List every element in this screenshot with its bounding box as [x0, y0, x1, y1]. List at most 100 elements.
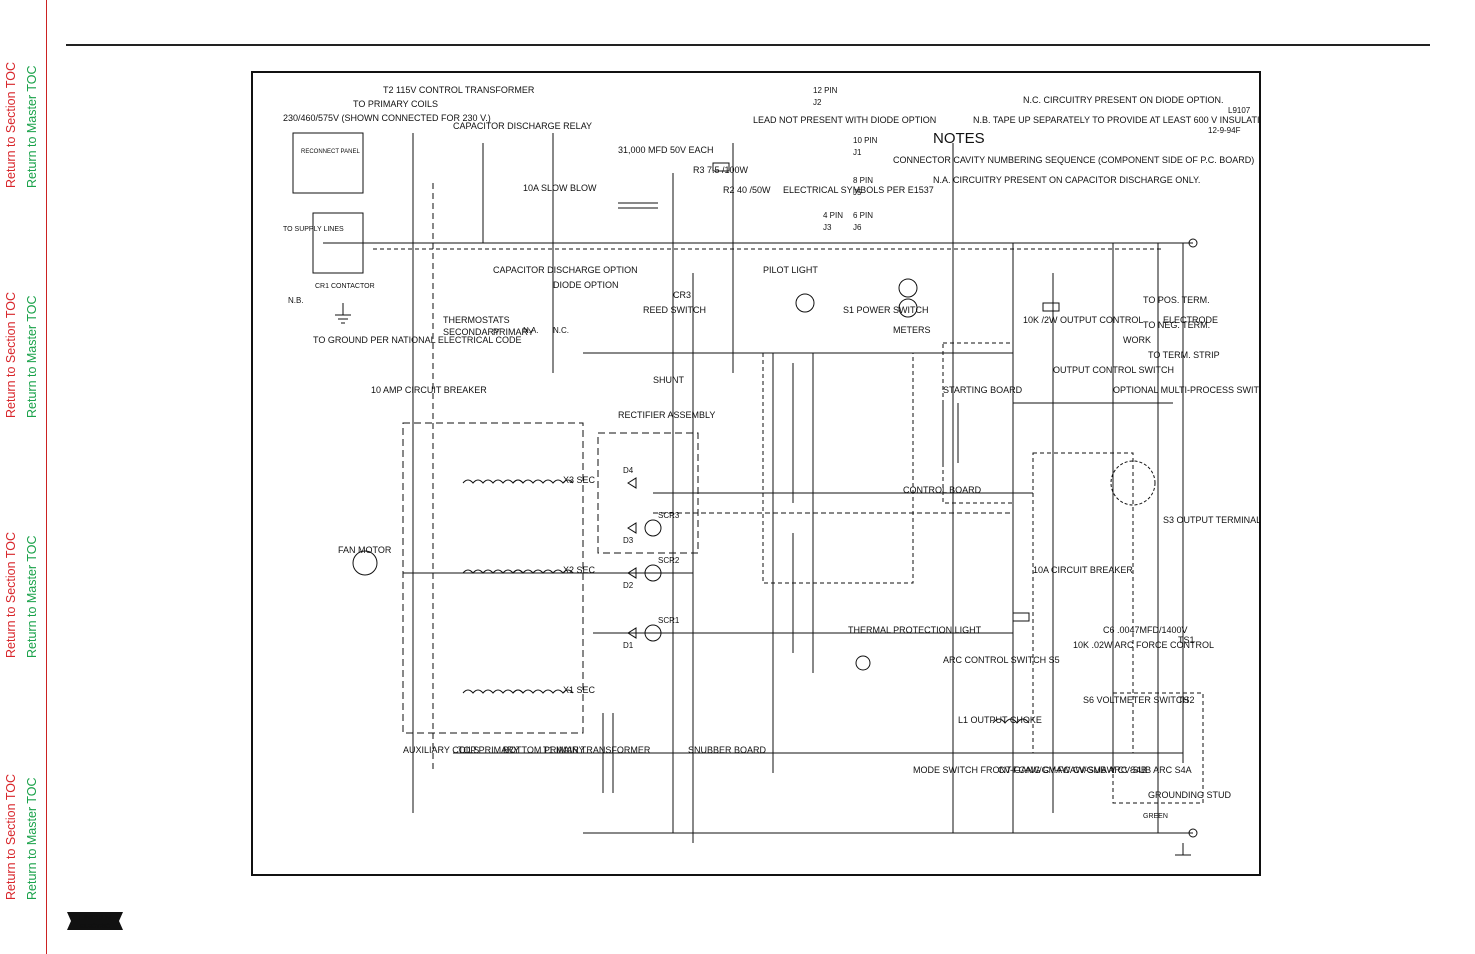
- return-master-toc-link[interactable]: Return to Master TOC: [25, 777, 39, 901]
- lincoln-electric-logo: LINCOLN ELECTRIC: [65, 910, 125, 932]
- output-choke-label: L1 OUTPUT CHOKE: [958, 715, 1042, 725]
- note-nb: N.B. TAPE UP SEPARATELY TO PROVIDE AT LE…: [973, 115, 1259, 125]
- aux-coils-label: AUXILIARY COILS: [403, 745, 479, 755]
- to-supply-label: TO SUPPLY LINES: [283, 226, 344, 233]
- toc-sidebar: Return to Section TOC Return to Master T…: [0, 0, 47, 954]
- top-primary-label: TOP PRIMARY: [458, 745, 520, 755]
- connector-j3-label: J3: [823, 223, 832, 232]
- connector-j6-label: J6: [853, 223, 862, 232]
- na-marker: N.A.: [523, 326, 539, 335]
- output-control-switch-label: OUTPUT CONTROL SWITCH: [1053, 365, 1174, 375]
- connector-10pin-label: 10 PIN: [853, 136, 878, 145]
- t1-main-transformer-label: T1 MAIN TRANSFORMER: [543, 745, 651, 755]
- notes-heading: NOTES: [933, 130, 985, 147]
- c6-label: C6 .0047MFD/1400V: [1103, 625, 1188, 635]
- symbols-note: ELECTRICAL SYMBOLS PER E1537: [783, 185, 934, 195]
- meters-label: METERS: [893, 325, 931, 335]
- shunt-label: SHUNT: [653, 375, 685, 385]
- grounding-stud-label: GROUNDING STUD: [1148, 790, 1232, 800]
- return-master-toc-link[interactable]: Return to Master TOC: [25, 295, 39, 419]
- note-na: N.A. CIRCUITRY PRESENT ON CAPACITOR DISC…: [933, 175, 1200, 185]
- return-master-toc-link[interactable]: Return to Master TOC: [25, 65, 39, 189]
- d4-label: D4: [623, 466, 634, 475]
- wiring-diagram-svg: 230/460/575V (SHOWN CONNECTED FOR 230 V.…: [283, 85, 1305, 856]
- supply-label: 230/460/575V (SHOWN CONNECTED FOR 230 V.…: [283, 113, 491, 123]
- circuit-breaker-10a-label: 10A CIRCUIT BREAKER: [1033, 565, 1133, 575]
- arc-force-control-label: 10K .02W ARC FORCE CONTROL: [1073, 640, 1214, 650]
- control-board-label: CONTROL BOARD: [903, 485, 982, 495]
- power-switch-label: S1 POWER SWITCH: [843, 305, 929, 315]
- toc-divider: [0, 242, 46, 243]
- toc-divider: [0, 718, 46, 719]
- connector-j1-label: J1: [853, 148, 862, 157]
- primary-label: PRIMARY: [493, 327, 534, 337]
- x3-sec-label: X3 SEC: [563, 475, 596, 485]
- to-pos-term-label: TO POS. TERM.: [1143, 295, 1210, 305]
- cap-discharge-option-label: CAPACITOR DISCHARGE OPTION: [493, 265, 638, 275]
- cr3-label: CR3: [673, 290, 691, 300]
- scr3-label: SCR3: [658, 511, 680, 520]
- lincoln-logo-icon: LINCOLN ELECTRIC: [67, 912, 123, 930]
- slow-blow-label: 10A SLOW BLOW: [523, 183, 597, 193]
- r2-label: R2 40 /50W: [723, 185, 771, 195]
- connector-4pin-label: 4 PIN: [823, 211, 843, 220]
- d1-label: D1: [623, 641, 634, 650]
- connector-j2-label: J2: [813, 98, 822, 107]
- x1-sec-label: X1 SEC: [563, 685, 596, 695]
- arc-control-switch-label: ARC CONTROL SWITCH S5: [943, 655, 1060, 665]
- to-primary-coils-label: TO PRIMARY COILS: [353, 99, 438, 109]
- connector-j5-label: J5: [853, 188, 862, 197]
- multi-process-switch-label: OPTIONAL MULTI-PROCESS SWITCH: [1113, 385, 1259, 395]
- thermal-light-label: THERMAL PROTECTION LIGHT: [848, 625, 982, 635]
- snubber-board-label: SNUBBER BOARD: [688, 745, 767, 755]
- toc-divider: [0, 478, 46, 479]
- scr1-label: SCR1: [658, 616, 680, 625]
- wiring-diagram: 230/460/575V (SHOWN CONNECTED FOR 230 V.…: [251, 71, 1305, 876]
- ts1-label: TS1: [1178, 635, 1195, 645]
- return-section-toc-link[interactable]: Return to Section TOC: [4, 292, 18, 418]
- t2-label: T2 115V CONTROL TRANSFORMER: [383, 85, 535, 95]
- capacitor-relay-label: CAPACITOR DISCHARGE RELAY: [453, 121, 592, 131]
- connector-12pin-label: 12 PIN: [813, 86, 838, 95]
- date-code: 12-9-94F: [1208, 126, 1241, 135]
- electrode-label: ELECTRODE: [1163, 315, 1218, 325]
- scr2-label: SCR2: [658, 556, 680, 565]
- header-rule: [66, 44, 1430, 46]
- breaker-10a-label: 10 AMP CIRCUIT BREAKER: [371, 385, 487, 395]
- ts2-label: TS2: [1178, 695, 1195, 705]
- r3-label: R3 7.5 /100W: [693, 165, 749, 175]
- nb-marker: N.B.: [288, 296, 304, 305]
- voltmeter-switch-label: S6 VOLTMETER SWITCH: [1083, 695, 1189, 705]
- contactor-label: CR1 CONTACTOR: [315, 283, 375, 290]
- secondary-label: SECONDARY: [443, 327, 500, 337]
- connector-8pin-label: 8 PIN: [853, 176, 873, 185]
- logo-line1: LINCOLN: [79, 915, 110, 922]
- diode-option-label: DIODE OPTION: [553, 280, 619, 290]
- fan-motor-label: FAN MOTOR: [338, 545, 392, 555]
- to-term-strip-label: TO TERM. STRIP: [1148, 350, 1220, 360]
- logo-line2: ELECTRIC: [80, 924, 111, 930]
- bottom-primary-label: BOTTOM PRIMARY: [503, 745, 585, 755]
- drawing-number: L9107: [1228, 106, 1251, 115]
- green-wire-label: GREEN: [1143, 813, 1168, 820]
- d2-label: D2: [623, 581, 634, 590]
- work-label: WORK: [1123, 335, 1151, 345]
- note-nc: N.C. CIRCUITRY PRESENT ON DIODE OPTION.: [1023, 95, 1224, 105]
- return-section-toc-link[interactable]: Return to Section TOC: [4, 532, 18, 658]
- return-master-toc-link[interactable]: Return to Master TOC: [25, 535, 39, 659]
- return-section-toc-link[interactable]: Return to Section TOC: [4, 774, 18, 900]
- mode-switch-label: MODE SWITCH FRONT GANG CV-FCAW/GMAW CV-S…: [913, 765, 1192, 775]
- pilot-light-label: PILOT LIGHT: [763, 265, 818, 275]
- x2-sec-label: X2 SEC: [563, 565, 596, 575]
- connector-cavity-note: CONNECTOR CAVITY NUMBERING SEQUENCE (COM…: [893, 155, 1254, 165]
- return-section-toc-link[interactable]: Return to Section TOC: [4, 62, 18, 188]
- thermostats-label: THERMOSTATS: [443, 315, 510, 325]
- output-terminals-switch-label: S3 OUTPUT TERMINALS SWITCH: [1163, 515, 1259, 525]
- reed-switch-label: REED SWITCH: [643, 305, 706, 315]
- nc-marker: N.C.: [553, 326, 569, 335]
- reconnect-panel-label: RECONNECT PANEL: [301, 149, 360, 155]
- output-control-label: 10K /2W OUTPUT CONTROL: [1023, 315, 1143, 325]
- connector-6pin-label: 6 PIN: [853, 211, 873, 220]
- rectifier-label: RECTIFIER ASSEMBLY: [618, 410, 715, 420]
- mfd-label: 31,000 MFD 50V EACH: [618, 145, 714, 155]
